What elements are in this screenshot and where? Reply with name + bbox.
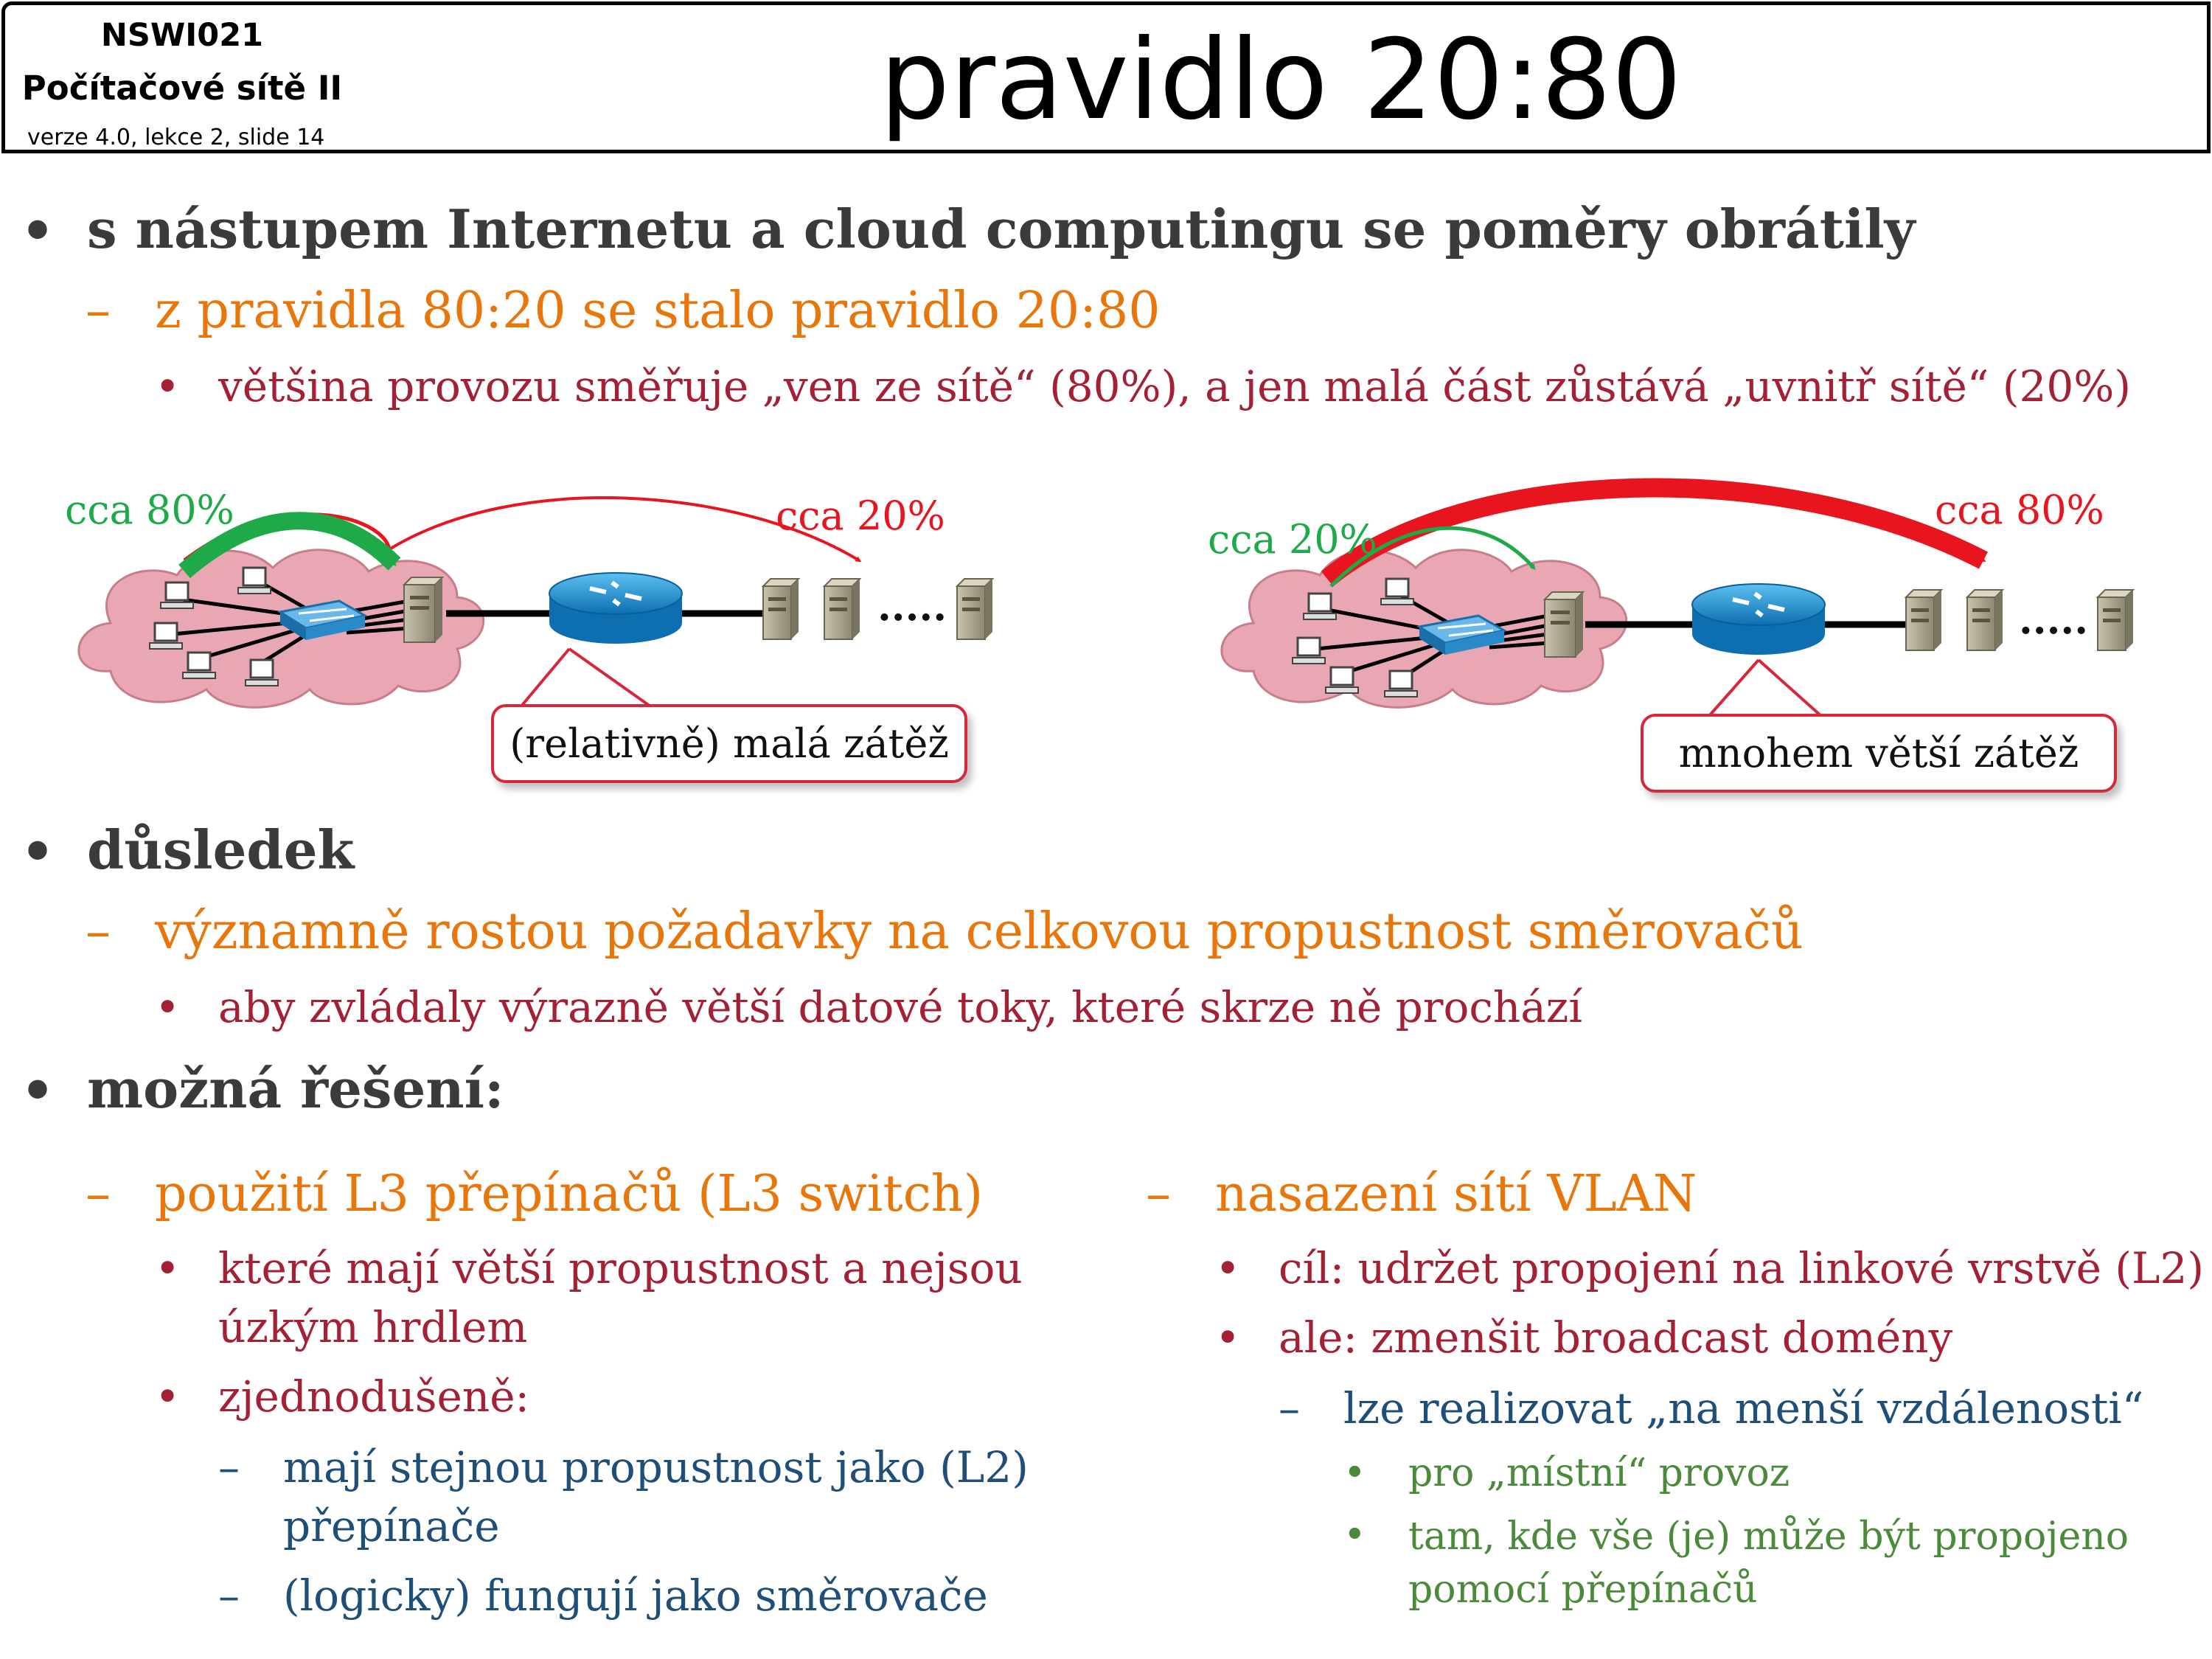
dots-left: ..... <box>877 582 947 630</box>
label-remote-left: cca 20% <box>776 493 945 539</box>
dash-marker: – <box>1146 1165 1171 1223</box>
arrow-icon <box>1321 478 1988 587</box>
server-icon <box>1904 589 1944 651</box>
diagram-left <box>77 496 995 709</box>
slide-version: verze 4.0, lekce 2, slide 14 <box>27 125 325 150</box>
bullet-1-1-1: většina provozu směřuje „ven ze sítě“ (8… <box>218 361 2132 411</box>
dash-marker: – <box>86 282 111 340</box>
label-local-left: cca 80% <box>65 487 234 533</box>
pc-icon <box>1384 669 1418 698</box>
pc-icon <box>1325 666 1359 694</box>
bullet-marker: • <box>155 982 181 1032</box>
dash-marker: – <box>1279 1383 1300 1433</box>
arrow-icon <box>178 512 401 579</box>
callout-left: (relativně) malá zátěž <box>491 704 967 783</box>
server-icon <box>955 578 995 640</box>
bullet-2-1: významně rostou požadavky na celkovou pr… <box>155 902 1804 961</box>
pc-icon <box>245 658 279 686</box>
bullet-marker: • <box>1215 1312 1241 1363</box>
bullet-marker: • <box>21 1059 55 1121</box>
server-icon <box>761 578 801 640</box>
course-name: Počítačové sítě II <box>21 69 343 108</box>
router-icon <box>1691 583 1826 655</box>
right-col-head: nasazení sítí VLAN <box>1215 1165 1697 1223</box>
bullet-3: možná řešení: <box>87 1057 504 1120</box>
server-icon <box>1543 591 1585 658</box>
pc-icon <box>237 566 271 594</box>
dash-marker: – <box>218 1442 240 1492</box>
bullet-marker: • <box>1343 1451 1366 1495</box>
bullet-1: s nástupem Internetu a cloud computingu … <box>87 198 1916 260</box>
bullet-1-1: z pravidla 80:20 se stalo pravidlo 20:80 <box>155 282 1161 340</box>
left-col-sub2: zjednodušeně: <box>218 1371 530 1422</box>
pc-icon <box>182 651 216 679</box>
bullet-2-1-1: aby zvládaly výrazně větší datové toky, … <box>218 982 1582 1032</box>
pc-icon <box>160 581 194 609</box>
dash-marker: – <box>86 902 111 961</box>
switch-icon <box>1416 614 1508 655</box>
slide-header: NSWI021 Počítačové sítě II verze 4.0, le… <box>1 1 2211 153</box>
left-col-sub2-a: mají stejnou propustnost jako (L2) přepí… <box>283 1442 1029 1551</box>
pc-icon <box>1380 577 1414 605</box>
server-icon <box>822 578 862 640</box>
dash-marker: – <box>218 1571 240 1621</box>
dots-right: ..... <box>2019 596 2088 643</box>
right-col-sub1: cíl: udržet propojení na linkové vrstvě … <box>1279 1243 2205 1293</box>
server-icon <box>402 577 445 643</box>
right-col-sub2-a-1: pro „místní“ provoz <box>1408 1451 1790 1495</box>
dash-marker: – <box>86 1165 111 1223</box>
bullet-marker: • <box>1215 1243 1241 1293</box>
pc-icon <box>149 622 183 650</box>
callout-right: mnohem větší zátěž <box>1641 714 2117 793</box>
left-col-head: použití L3 přepínačů (L3 switch) <box>155 1165 984 1223</box>
server-icon <box>2096 589 2135 651</box>
arrow-icon <box>388 496 862 563</box>
switch-icon <box>276 599 369 640</box>
left-col-sub2-b: (logicky) fungují jako směrovače <box>283 1571 988 1621</box>
server-icon <box>1965 589 2005 651</box>
bullet-marker: • <box>155 1243 181 1293</box>
label-local-right: cca 20% <box>1208 516 1377 563</box>
bullet-marker: • <box>155 1371 181 1422</box>
label-remote-right: cca 80% <box>1935 487 2104 533</box>
bullet-2: důsledek <box>87 818 355 881</box>
course-code: NSWI021 <box>100 17 264 54</box>
left-col-sub1: které mají větší propustnost a nejsou úz… <box>218 1243 1023 1352</box>
bullet-marker: • <box>21 820 55 883</box>
bullet-marker: • <box>1343 1513 1366 1557</box>
right-col-sub2-a-2: tam, kde vše (je) může být propojeno pom… <box>1408 1514 2129 1612</box>
arrow-icon <box>1329 526 1536 588</box>
router-icon <box>549 572 683 644</box>
diagram-right <box>1220 478 2135 724</box>
pc-icon <box>1303 592 1337 620</box>
bullet-marker: • <box>21 199 55 262</box>
right-col-sub2-a: lze realizovat „na menší vzdálenosti“ <box>1343 1383 2144 1433</box>
right-col-sub2: ale: zmenšit broadcast domény <box>1279 1312 1953 1363</box>
pc-icon <box>1292 636 1326 664</box>
slide-title: pravidlo 20:80 <box>880 16 1682 145</box>
bullet-marker: • <box>155 361 181 411</box>
